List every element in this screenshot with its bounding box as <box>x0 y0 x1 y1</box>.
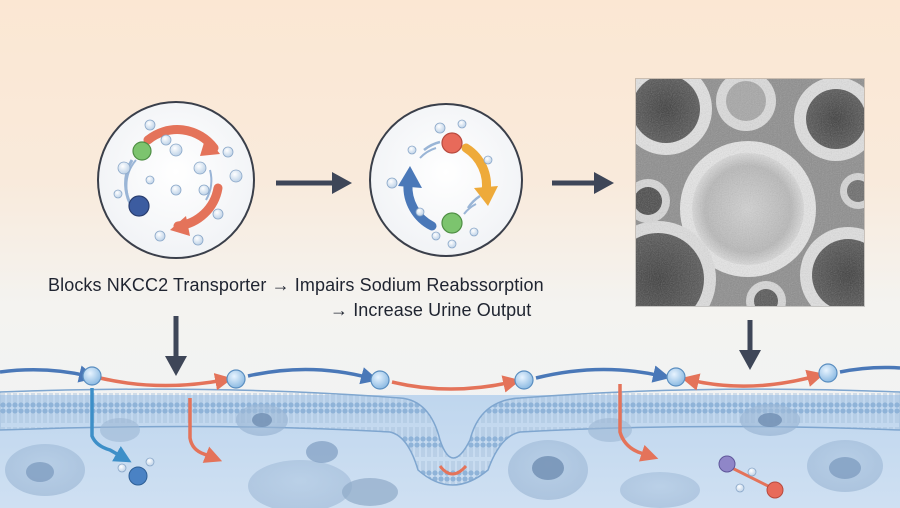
transporter-cycle-icon <box>97 101 255 259</box>
flow-arrow-2 <box>552 172 614 194</box>
down-arrow-left <box>165 316 187 376</box>
caption-line-2: → Increase Urine Output <box>330 300 532 320</box>
caption-line-1: Blocks NKCC2 Transporter → Impairs Sodiu… <box>48 275 544 295</box>
kidney-tubule-micrograph <box>636 79 864 306</box>
cell-membrane-icon <box>0 363 900 508</box>
down-arrow-right <box>739 320 761 370</box>
flow-arrow-1 <box>276 172 352 194</box>
reabsorption-cycle-icon <box>369 103 523 257</box>
